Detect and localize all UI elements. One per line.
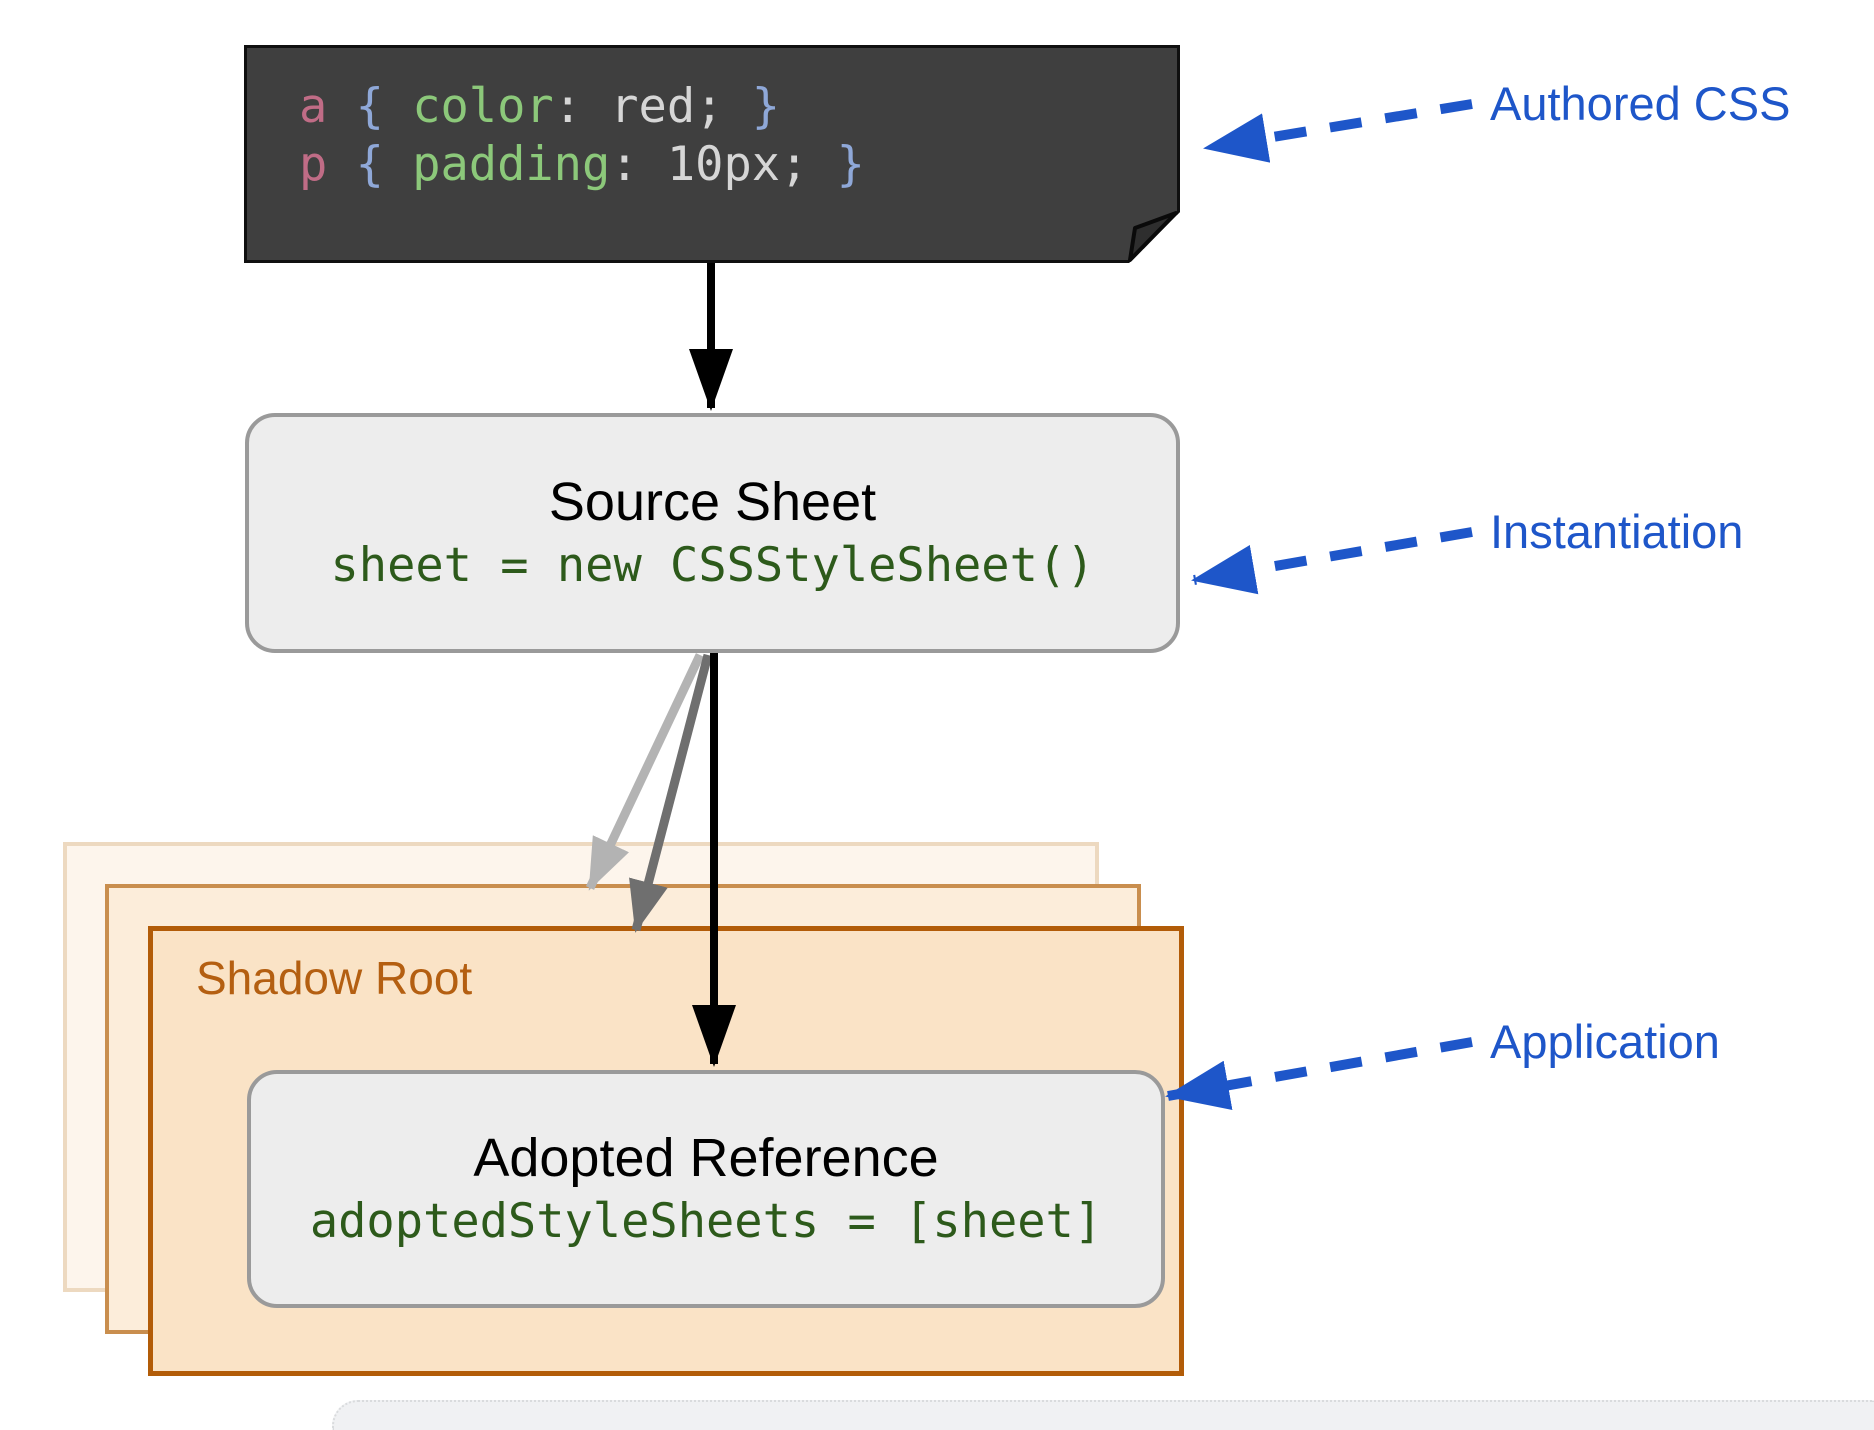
css-selector: p — [299, 137, 328, 192]
annotation-authored-css: Authored CSS — [1490, 77, 1791, 130]
css-close-brace: } — [836, 137, 865, 192]
css-close-brace: } — [751, 79, 781, 134]
adopted-reference-title: Adopted Reference — [473, 1128, 939, 1188]
css-open-brace: { — [355, 79, 384, 134]
css-rule-line: p { padding: 10px; } — [299, 136, 1177, 194]
css-colon: : — [610, 137, 639, 192]
shadow-root-label: Shadow Root — [196, 952, 473, 1004]
bottom-edge-strip — [332, 1400, 1874, 1430]
css-value: 10px; — [666, 137, 809, 192]
arrow-label-application — [1165, 1037, 1473, 1110]
source-sheet-code: sheet = new CSSStyleSheet() — [330, 538, 1095, 593]
css-colon: : — [553, 79, 582, 134]
css-value: red; — [610, 79, 724, 134]
authored-css-code-box: a { color: red; } p { padding: 10px; } — [244, 45, 1180, 263]
adopted-reference-code: adoptedStyleSheets = [sheet] — [309, 1194, 1103, 1249]
css-property: padding — [412, 137, 611, 192]
adopted-reference-box: Adopted Reference adoptedStyleSheets = [… — [247, 1070, 1165, 1308]
source-sheet-title: Source Sheet — [548, 472, 877, 532]
source-sheet-box: Source Sheet sheet = new CSSStyleSheet() — [245, 413, 1180, 653]
annotation-application: Application — [1490, 1015, 1720, 1068]
css-rule-line: a { color: red; } — [299, 78, 1177, 136]
css-open-brace: { — [355, 137, 384, 192]
arrow-label-authored — [1203, 99, 1473, 163]
css-selector: a — [299, 79, 328, 134]
css-property: color — [412, 79, 554, 134]
annotation-instantiation: Instantiation — [1490, 505, 1744, 558]
arrow-label-instantiation — [1191, 527, 1473, 595]
